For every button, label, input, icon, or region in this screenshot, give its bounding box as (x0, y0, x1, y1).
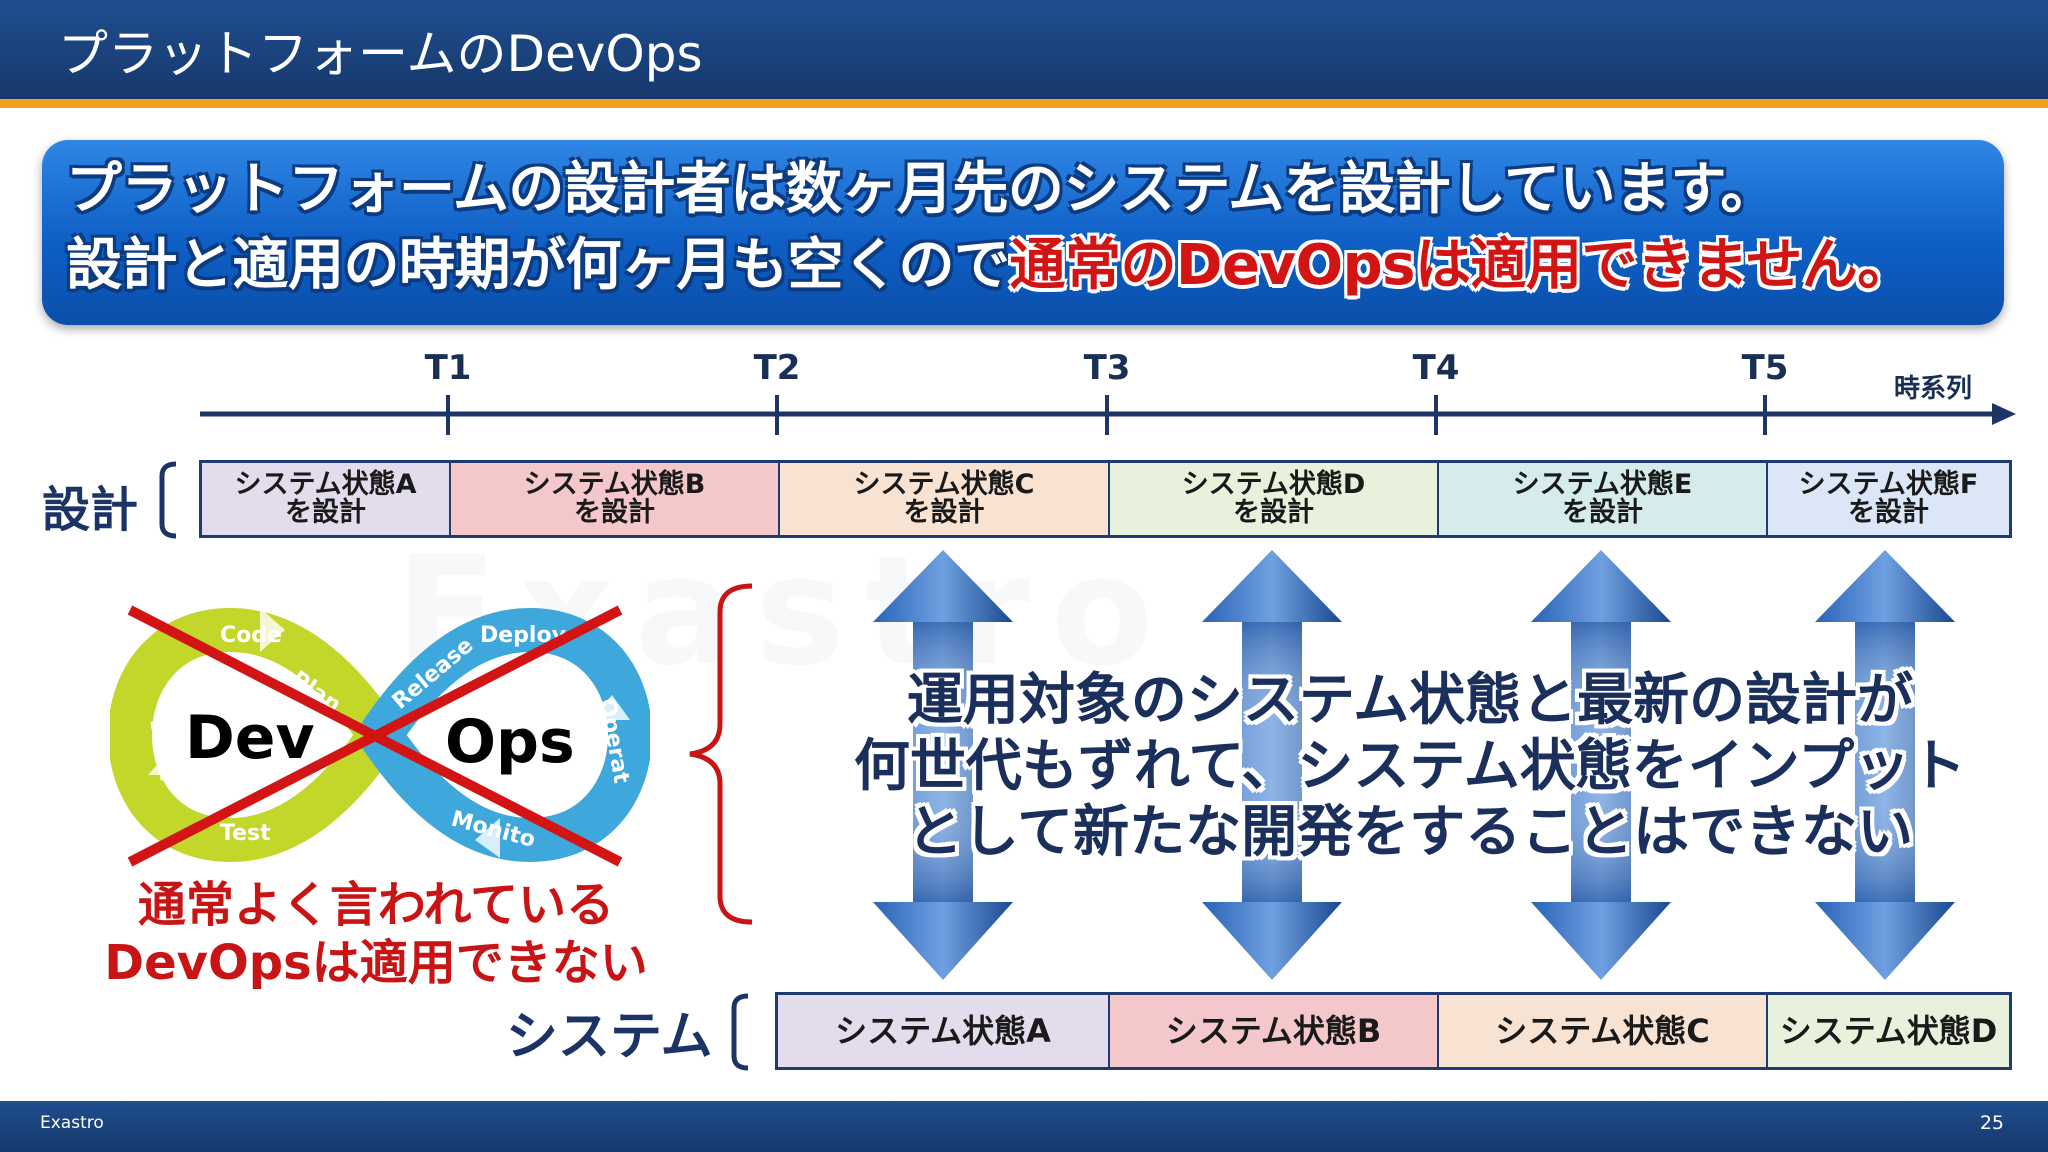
devops-note-line-2: DevOpsは適用できない (104, 935, 648, 991)
timeline-caption: 時系列 (1894, 374, 1973, 404)
footer-brand: Exastro (40, 1113, 104, 1133)
timeline-axis (200, 395, 2016, 435)
double-arrow-3 (1531, 550, 1671, 980)
banner-line-1: プラットフォームの設計者は数ヶ月先のシステムを設計しています。 (66, 157, 1776, 222)
ops-text: Ops (445, 707, 575, 777)
header-bar (0, 0, 2048, 99)
step-code: Code (220, 623, 282, 648)
header-accent-line (0, 99, 2048, 108)
system-cell-d: システム状態D (1768, 995, 2009, 1067)
dev-loop (110, 607, 399, 863)
design-bracket (159, 461, 177, 539)
design-cell-a-title: システム状態A (234, 469, 417, 500)
design-cell-f-title: システム状態F (1798, 469, 1979, 500)
system-cell-d-label: システム状態D (1779, 1012, 1998, 1050)
tick-label-t1: T1 (424, 348, 472, 388)
double-arrow-1 (873, 550, 1013, 980)
design-cell-a-subtitle: を設計 (285, 497, 366, 528)
tick-label-t4: T4 (1412, 348, 1460, 388)
page-title: プラットフォームのDevOps (58, 25, 703, 83)
message-line-3: として新たな開発をすることはできない (906, 800, 1914, 865)
system-cell-a: システム状態A (778, 995, 1110, 1067)
design-cell-f-subtitle: を設計 (1848, 497, 1929, 528)
design-row-label: 設計 (42, 482, 139, 538)
system-row: システム状態A システム状態B システム状態C システム状態D (775, 992, 2012, 1070)
headline-banner (42, 140, 2004, 325)
banner-line-2: 設計と適用の時期が何ヶ月も空くので通常のDevOpsは適用できません。 (66, 234, 1913, 298)
design-cell-c-title: システム状態C (853, 469, 1035, 500)
devops-infinity-graphic: Code Plan Build Test Release Deploy Oper… (110, 605, 650, 867)
design-cell-e: システム状態E を設計 (1439, 463, 1768, 535)
system-row-label: システム (506, 1007, 713, 1067)
design-cell-b-subtitle: を設計 (574, 497, 655, 528)
design-cell-b: システム状態B を設計 (451, 463, 780, 535)
design-cell-a: システム状態A を設計 (202, 463, 451, 535)
tick-label-t2: T2 (753, 348, 801, 388)
red-curly-brace (689, 583, 753, 925)
design-cell-d-subtitle: を設計 (1233, 497, 1314, 528)
devops-note-line-1: 通常よく言われている (137, 877, 615, 933)
ops-loop (361, 607, 650, 863)
system-cell-b: システム状態B (1110, 995, 1439, 1067)
design-cell-d: システム状態D を設計 (1110, 463, 1439, 535)
double-arrow-2 (1202, 550, 1342, 980)
system-cell-c: システム状態C (1439, 995, 1768, 1067)
system-cell-b-label: システム状態B (1165, 1012, 1382, 1050)
dev-text: Dev (185, 703, 315, 773)
design-cell-b-title: システム状態B (523, 469, 706, 500)
design-cell-e-title: システム状態E (1512, 469, 1693, 500)
tick-label-t5: T5 (1741, 348, 1789, 388)
banner-highlight: 通常のDevOpsは適用できません。 (1009, 233, 1914, 298)
double-arrow-4 (1815, 550, 1955, 980)
page-number: 25 (1979, 1112, 2004, 1134)
message-line-1: 運用対象のシステム状態と最新の設計が (906, 668, 1914, 733)
design-row: システム状態A を設計 システム状態B を設計 システム状態C を設計 システム… (199, 460, 2012, 538)
design-cell-c: システム状態C を設計 (780, 463, 1110, 535)
system-cell-a-label: システム状態A (835, 1012, 1051, 1050)
step-test: Test (220, 821, 271, 846)
tick-label-t3: T3 (1083, 348, 1131, 388)
double-arrows (873, 550, 1955, 980)
cross-line-2 (127, 605, 623, 867)
banner-line-2-prefix: 設計と適用の時期が何ヶ月も空くので (66, 233, 1010, 298)
design-cell-c-subtitle: を設計 (903, 497, 985, 528)
footer-bar (0, 1101, 2048, 1152)
design-cell-d-title: システム状態D (1181, 469, 1366, 500)
message-line-2: 何世代もずれて、システム状態をインプット (853, 734, 1967, 799)
design-cell-e-subtitle: を設計 (1562, 497, 1643, 528)
system-bracket (731, 993, 749, 1071)
design-cell-f: システム状態F を設計 (1768, 463, 2009, 535)
system-cell-c-label: システム状態C (1495, 1012, 1710, 1050)
